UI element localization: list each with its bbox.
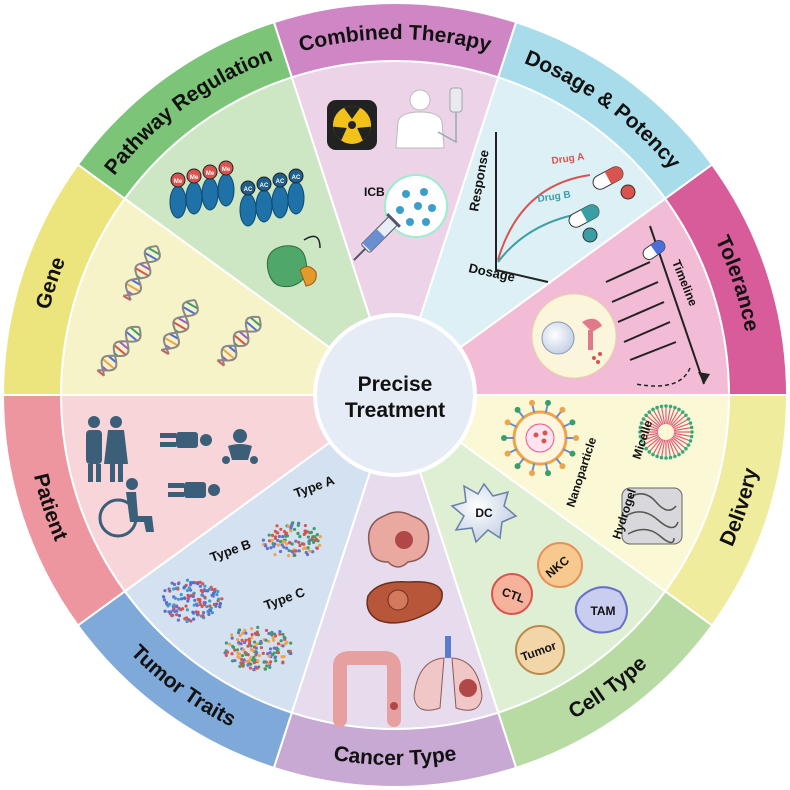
immune-synapse-icon <box>531 293 617 379</box>
gene-content <box>96 245 262 377</box>
cell-type-content: DC NKC CTL TAM Tumor <box>450 482 628 675</box>
center-title-line2: Treatment <box>345 399 445 422</box>
svg-text:Me: Me <box>190 175 199 181</box>
dna-icon <box>96 325 142 377</box>
tam-label: TAM <box>590 604 615 618</box>
ctl-cell <box>491 573 533 615</box>
combined-therapy-content: ICB <box>327 87 463 261</box>
svg-text:AC: AC <box>260 183 269 189</box>
dc-label: DC <box>475 506 493 520</box>
pill-icon <box>642 240 666 260</box>
nanoparticle-icon <box>512 410 568 466</box>
hydrogel-icon <box>621 487 683 545</box>
nanoparticle-ligands <box>501 399 579 477</box>
dna-icon <box>122 245 161 302</box>
drug-b-label: Drug B <box>537 189 572 205</box>
type-a-cluster <box>261 521 322 558</box>
drug-b-pill-icon <box>568 204 600 228</box>
drug-a-tablet-icon <box>620 184 636 200</box>
type-b-cluster <box>161 578 224 624</box>
enzyme-icon <box>266 235 321 288</box>
drug-b-tablet-icon <box>582 227 598 243</box>
patient-content <box>86 416 258 538</box>
dna-icon <box>216 315 262 367</box>
nkc-cell <box>537 542 583 588</box>
colon-icon <box>333 651 401 727</box>
type-c-cluster <box>223 625 293 672</box>
svg-text:AC: AC <box>276 179 285 185</box>
adult-icon <box>160 432 212 448</box>
dna-icon <box>160 299 199 356</box>
drug-a-label: Drug A <box>551 151 585 166</box>
timeline-arrows <box>605 261 677 361</box>
radiation-icon <box>327 100 377 150</box>
drug-a-curve <box>497 174 591 261</box>
family-icon <box>86 416 128 482</box>
brain-icon <box>367 511 430 568</box>
patient-iv-icon <box>395 87 463 149</box>
wheelchair-icon <box>98 478 154 538</box>
standing-person-icon <box>168 482 220 498</box>
sector-pathway-regulation-band <box>76 20 294 201</box>
liver-icon <box>366 580 443 624</box>
svg-text:Me: Me <box>174 179 183 185</box>
syringe-icon <box>353 213 401 261</box>
svg-text:Me: Me <box>206 171 215 177</box>
micelle-icon <box>638 404 694 460</box>
center-hub: Precise Treatment <box>313 313 477 477</box>
drug-a-pill-icon <box>592 166 624 190</box>
svg-text:AC: AC <box>244 187 253 193</box>
dc-cell <box>450 482 518 544</box>
baby-icon <box>222 429 258 464</box>
center-title-line1: Precise <box>358 373 433 396</box>
cancer-type-content <box>333 511 483 727</box>
svg-text:AC: AC <box>292 175 301 181</box>
svg-text:Me: Me <box>222 167 231 173</box>
dose-response-axes <box>495 132 549 283</box>
tam-cell <box>574 586 628 634</box>
lung-icon <box>413 636 483 711</box>
tumor-cell <box>515 625 565 675</box>
icb-label: ICB <box>364 185 385 199</box>
acetylated-nucleosomes: AC AC AC AC <box>239 168 305 227</box>
icb-circle-icon <box>384 174 448 238</box>
